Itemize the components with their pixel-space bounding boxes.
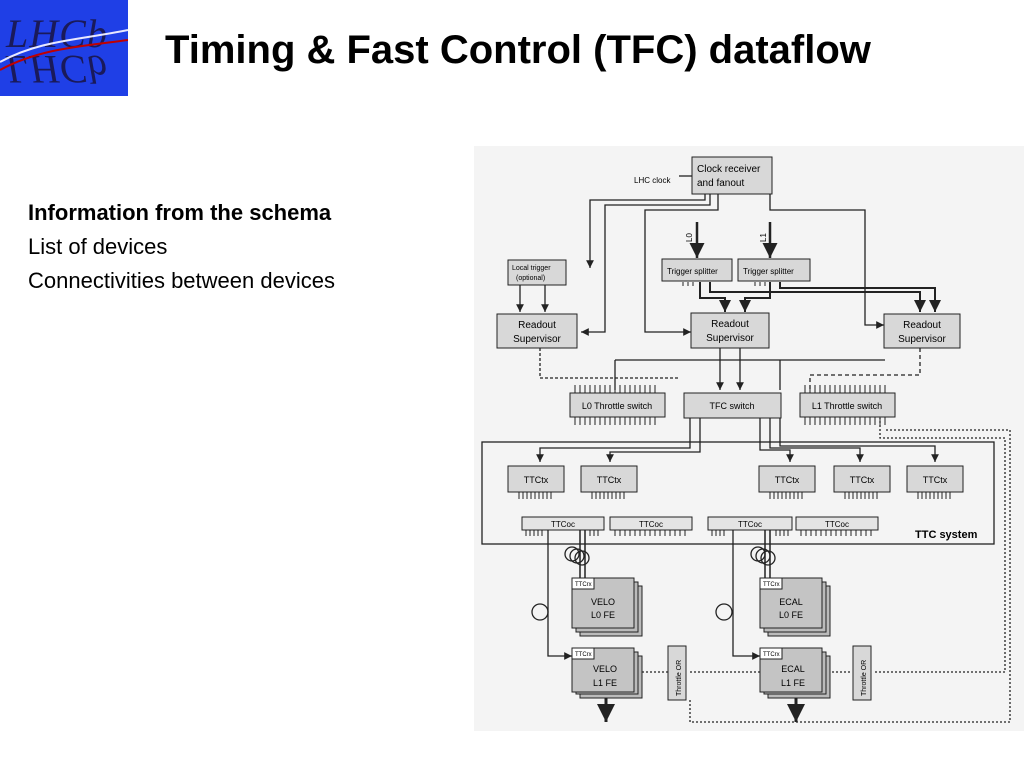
velo-l1-ttcrx-label: TTCrx [575,652,592,658]
connector-pins [518,282,951,536]
ecal-l1-ttcrx-label: TTCrx [763,652,780,658]
ttctx-2: TTCtx [580,465,638,493]
clock-receiver-box: Clock receiver and fanout [691,156,773,195]
velo-l0-ttcrx-label: TTCrx [575,582,592,588]
lhcb-logo: LHCb LHCb [0,0,128,96]
ttcoc-2: TTCoc [609,516,693,531]
local-trigger-box: Local trigger (optional) [507,259,567,286]
ttcoc-4: TTCoc [795,516,879,531]
info-text-block: Information from the schema List of devi… [28,196,335,298]
readout-supervisor-left: Readout Supervisor [496,313,578,349]
ecal-l0-label-1: ECAL [779,597,803,607]
rs-center-label-2: Supervisor [706,333,754,344]
ttcoc-4-label: TTCoc [825,520,849,529]
ttctx-1-label: TTCtx [524,475,549,485]
trigger-splitter-l0-label: Trigger splitter [667,267,718,276]
local-trigger-label-2: (optional) [516,275,545,282]
ttctx-4: TTCtx [833,465,891,493]
velo-l0-label-1: VELO [591,597,615,607]
ttcoc-2-label: TTCoc [639,520,663,529]
ttcoc-1-label: TTCoc [551,520,575,529]
l1-throttle-switch: L1 Throttle switch [799,392,896,418]
ecal-l1-label-1: ECAL [781,664,805,674]
ttctx-4-label: TTCtx [850,475,875,485]
ttctx-1: TTCtx [507,465,565,493]
ecal-l0-label-2: L0 FE [779,610,803,620]
throttle-or-left-label: Throttle OR [676,660,683,696]
l1-signal-label: L1 [759,233,768,242]
readout-supervisor-right: Readout Supervisor [883,313,961,349]
rs-center-label-1: Readout [711,319,749,330]
ttctx-5-label: TTCtx [923,475,948,485]
throttle-or-right: Throttle OR [852,645,872,701]
clock-receiver-label-1: Clock receiver [697,164,761,175]
l0-throttle-switch: L0 Throttle switch [569,392,666,418]
rs-right-label-2: Supervisor [898,334,946,345]
lhc-clock-label: LHC clock [634,176,671,185]
ttcoc-1: TTCoc [521,516,605,531]
l0-signal-label: L0 [685,233,694,242]
ecal-l1-label-2: L1 FE [781,678,805,688]
tfc-dataflow-diagram: Clock receiver and fanout LHC clock L0 L… [474,146,1024,731]
velo-l0-label-2: L0 FE [591,610,615,620]
info-line-connectivities: Connectivities between devices [28,268,335,293]
trigger-splitter-l1: Trigger splitter [737,258,811,282]
ecal-l0-fe: TTCrx ECAL L0 FE [759,577,831,637]
page-title: Timing & Fast Control (TFC) dataflow [165,28,871,72]
local-trigger-label-1: Local trigger [512,265,551,272]
l0-throttle-switch-label: L0 Throttle switch [582,401,652,411]
readout-supervisor-center: Readout Supervisor [690,312,770,349]
l1-throttle-switch-label: L1 Throttle switch [812,401,882,411]
ttctx-5: TTCtx [906,465,964,493]
velo-l1-label-2: L1 FE [593,678,617,688]
ttc-system-box [481,441,995,545]
ttcoc-3: TTCoc [707,516,793,531]
rs-left-label-1: Readout [518,320,556,331]
velo-l1-label-1: VELO [593,664,617,674]
info-line-devices: List of devices [28,234,168,259]
rs-left-label-2: Supervisor [513,334,561,345]
logo-text: LHCb [6,11,108,56]
ecal-l0-ttcrx-label: TTCrx [763,582,780,588]
ttctx-3: TTCtx [758,465,816,493]
ecal-l1-fe: TTCrx ECAL L1 FE [759,647,831,699]
velo-l0-fe: TTCrx VELO L0 FE [571,577,643,637]
clock-receiver-label-2: and fanout [697,178,744,189]
throttle-or-left: Throttle OR [667,645,687,701]
velo-l1-fe: TTCrx VELO L1 FE [571,647,643,699]
ttcoc-3-label: TTCoc [738,520,762,529]
ttctx-3-label: TTCtx [775,475,800,485]
throttle-or-right-label: Throttle OR [861,660,868,696]
trigger-splitter-l1-label: Trigger splitter [743,267,794,276]
logo-swoosh-icon [0,29,128,71]
rs-right-label-1: Readout [903,320,941,331]
info-heading: Information from the schema [28,200,332,225]
ttc-system-label: TTC system [915,529,978,541]
tfc-switch: TFC switch [683,392,782,419]
trigger-splitter-l0: Trigger splitter [661,258,733,282]
tfc-switch-label: TFC switch [710,401,755,411]
ttctx-2-label: TTCtx [597,475,622,485]
